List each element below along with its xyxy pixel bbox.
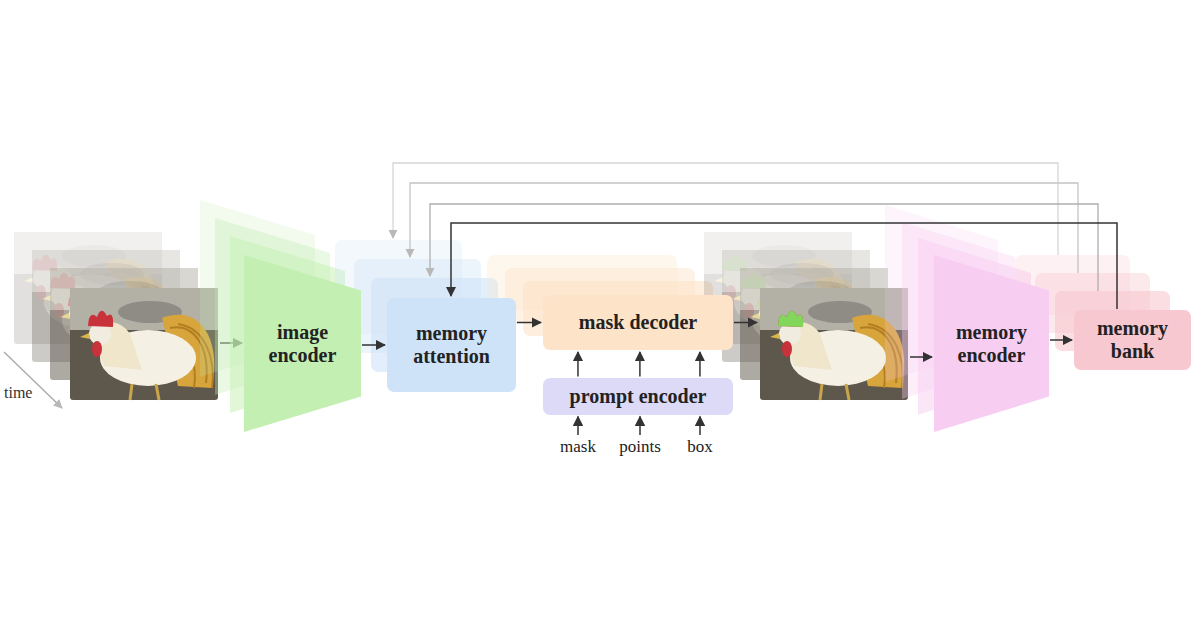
connector-path: [362, 344, 385, 346]
input-label: points: [619, 437, 661, 457]
process-box: mask decoder: [543, 295, 733, 350]
input-arrow: [699, 417, 701, 436]
encoder-trapezoid: memory encoder: [934, 255, 1049, 432]
connector-path: [910, 356, 932, 358]
flow-arrow: [734, 323, 932, 358]
connector-path: [1050, 339, 1072, 341]
connector-path: [734, 322, 757, 324]
flow-arrow: [362, 345, 385, 346]
trapezoid-fill: [934, 255, 1049, 432]
node-text: memory bank: [1082, 317, 1183, 363]
connector-path: [577, 352, 579, 377]
output-frames: [704, 232, 908, 400]
flow-arrow: [577, 352, 578, 377]
node-text: mask decoder: [579, 311, 697, 334]
input-arrow: [577, 417, 579, 436]
axis-label: time: [4, 384, 32, 402]
storage-box: memory bank: [1074, 310, 1191, 370]
flow-arrow: [699, 352, 700, 377]
node-text: image encoder: [252, 321, 353, 367]
ghost-feedback: [393, 163, 1098, 291]
flow-arrow: [639, 352, 640, 377]
connector-path: [699, 352, 701, 377]
connector-path: [517, 322, 541, 324]
process-box: prompt encoder: [543, 378, 733, 415]
process-box: memory attention: [387, 298, 516, 392]
input-label: mask: [560, 437, 596, 457]
encoder-trapezoid: image encoder: [244, 255, 361, 432]
connector-path: [639, 352, 641, 377]
trapezoid-fill: [244, 255, 361, 432]
input-label: box: [687, 437, 713, 457]
node-text: prompt encoder: [570, 385, 707, 408]
flow-arrow: [517, 322, 541, 323]
input-arrow: [639, 417, 641, 436]
node-text: memory encoder: [942, 321, 1041, 367]
flow-arrow: [1050, 340, 1072, 341]
node-text: memory attention: [395, 322, 508, 368]
input-frames: [14, 232, 218, 400]
